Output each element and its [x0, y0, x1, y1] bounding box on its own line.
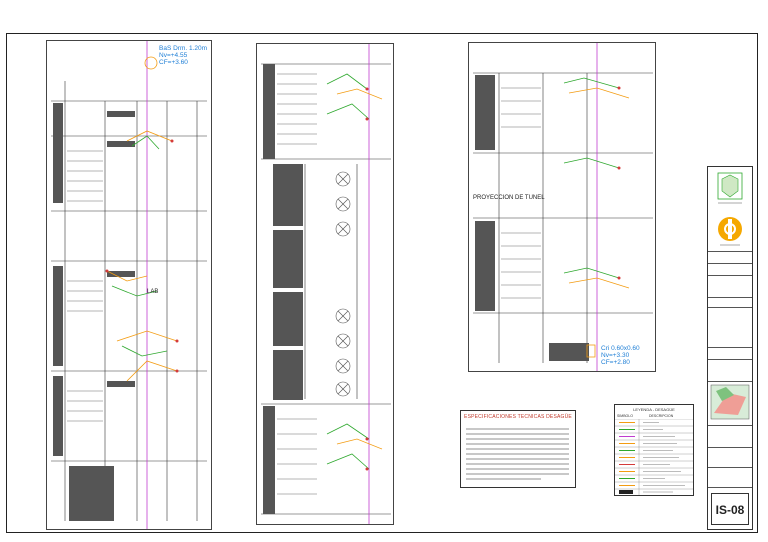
legend-title: LEYENDA - DESAGÜE — [633, 407, 675, 412]
title-block-divider — [708, 347, 752, 348]
specifications-title: ESPECIFICACIONES TECNICAS DESAGÜE — [464, 414, 572, 420]
title-block: IS-08 — [707, 166, 753, 530]
legend-rows — [615, 419, 693, 495]
plan-left-drawing — [51, 41, 207, 529]
callout-line: CF=+2.80 — [601, 359, 630, 366]
callout-line: BaS Drm. 1.20m — [159, 45, 208, 52]
title-block-divider — [708, 263, 752, 264]
title-block-divider — [708, 447, 752, 448]
specifications-text-block — [466, 428, 569, 480]
sheet-code: IS-08 — [711, 493, 749, 525]
legend-box: LEYENDA - DESAGÜE SIMBOLO DESCRIPCION — [614, 404, 694, 496]
plan-middle-drawing — [261, 44, 391, 524]
legend-col-symbol: SIMBOLO — [617, 414, 633, 418]
legend-col-description: DESCRIPCION — [649, 414, 674, 418]
title-block-divider — [708, 425, 752, 426]
callout-line: CF=+3.60 — [159, 59, 188, 66]
plan-sheet-middle — [256, 43, 394, 525]
title-block-divider — [708, 487, 752, 488]
title-block-divider — [708, 381, 752, 382]
callout-line: Nv=+3.30 — [601, 352, 630, 359]
cri-callout: Cri 0.60x0.60 Nv=+3.30 CF=+2.80 — [601, 345, 640, 366]
plan-sheet-left: BaS Drm. 1.20m Nv=+4.55 CF=+3.60 LAB — [46, 40, 212, 530]
title-block-divider — [708, 359, 752, 360]
bas-callout: BaS Drm. 1.20m Nv=+4.55 CF=+3.60 — [159, 45, 207, 66]
title-block-divider — [708, 297, 752, 298]
title-block-divider — [708, 307, 752, 308]
title-block-divider — [708, 251, 752, 252]
title-block-divider — [708, 467, 752, 468]
keymap-icon — [710, 384, 750, 420]
callout-line: Cri 0.60x0.60 — [601, 345, 640, 352]
cp-logo-icon — [718, 217, 742, 246]
crest-icon — [717, 172, 743, 204]
plan-right-drawing — [473, 43, 653, 371]
callout-line: Nv=+4.55 — [159, 52, 188, 59]
plan-sheet-right: PROYECCION DE TUNEL Cri 0.60x0.60 Nv=+3.… — [468, 42, 656, 372]
room-label: LAB — [147, 289, 159, 295]
tunnel-label: PROYECCION DE TUNEL — [473, 195, 545, 201]
title-block-divider — [708, 275, 752, 276]
specifications-box: ESPECIFICACIONES TECNICAS DESAGÜE — [460, 410, 576, 488]
